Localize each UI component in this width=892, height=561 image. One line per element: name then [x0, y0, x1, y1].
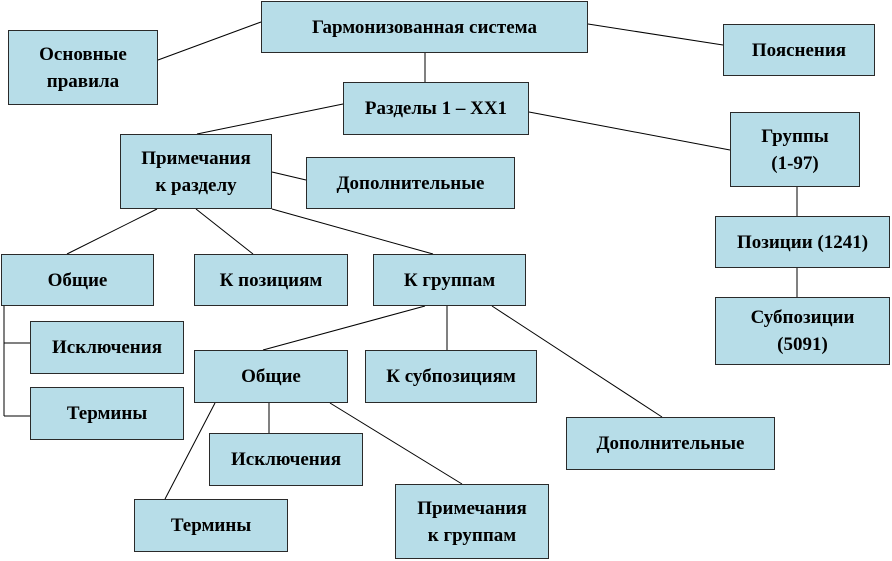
- connector-line: [528, 111, 731, 151]
- node-group-notes-general: Общие: [194, 350, 348, 403]
- node-group-notes-exclusions: Исключения: [209, 433, 363, 486]
- node-groups: Группы (1-97): [730, 112, 860, 187]
- node-section-notes-general: Общие: [1, 254, 154, 306]
- node-subheadings: Субпозиции (5091): [715, 297, 890, 365]
- connector-line: [157, 21, 262, 61]
- node-section-additional: Дополнительные: [306, 157, 515, 209]
- node-basic-rules: Основные правила: [8, 30, 158, 105]
- connector-line: [164, 402, 216, 500]
- connector-line: [491, 305, 663, 418]
- node-sections: Разделы 1 – XX1: [343, 82, 529, 135]
- connector-line: [271, 208, 434, 255]
- node-group-notes-terms: Термины: [134, 499, 288, 552]
- connector-line: [329, 402, 463, 485]
- connector-line: [271, 171, 307, 181]
- connector-line: [262, 305, 426, 351]
- connector-line: [195, 208, 254, 255]
- node-section-notes-to-headings: К позициям: [194, 254, 348, 306]
- node-section-notes-terms: Термины: [30, 387, 184, 440]
- node-headings: Позиции (1241): [715, 216, 890, 268]
- connector-line: [196, 103, 344, 135]
- connector-line: [587, 23, 724, 46]
- node-section-notes-to-groups: К группам: [373, 254, 526, 306]
- node-group-notes-to-subheadings: К субпозициям: [365, 350, 537, 403]
- node-group-notes: Примечания к группам: [395, 484, 549, 559]
- node-group-notes-additional: Дополнительные: [566, 417, 775, 470]
- node-explanations: Пояснения: [723, 24, 875, 76]
- node-section-notes: Примечания к разделу: [120, 134, 272, 209]
- node-harmonized-system: Гармонизованная система: [261, 1, 588, 53]
- node-section-notes-exclusions: Исключения: [30, 321, 184, 374]
- connector-line: [66, 208, 158, 255]
